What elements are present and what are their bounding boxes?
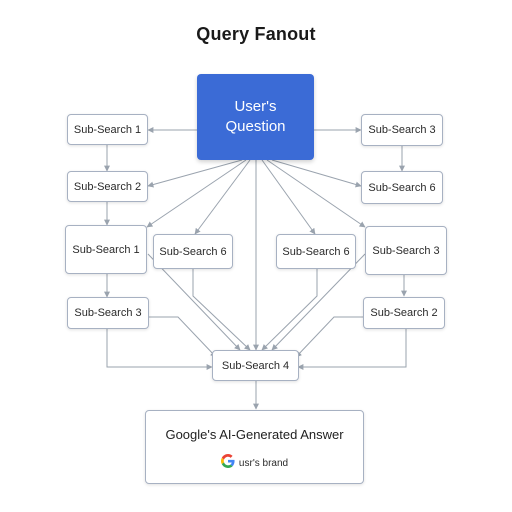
sub-search-node: Sub-Search 6 xyxy=(153,234,233,269)
answer-title: Google's AI-Generated Answer xyxy=(165,427,344,442)
sub-search-hub-node: Sub-Search 4 xyxy=(212,350,299,381)
edge-left-bottom-to-hub xyxy=(106,329,213,370)
edge-right-bottom-to-hub xyxy=(297,329,407,370)
brand-row: usr's brand xyxy=(146,454,363,473)
sub-search-node: Sub-Search 1 xyxy=(67,114,148,145)
edge-question-to-right-3 xyxy=(266,159,366,228)
edge-question-to-mid-left xyxy=(194,159,251,235)
diagram-title: Query Fanout xyxy=(196,24,316,44)
brand-text: usr's brand xyxy=(238,458,289,469)
user-question-label: User's Question xyxy=(225,98,286,135)
user-question-node: User's Question xyxy=(197,74,314,160)
edge-question-to-left-3 xyxy=(146,159,247,228)
sub-search-node: Sub-Search 2 xyxy=(363,297,445,329)
edge-question-to-left-2 xyxy=(147,159,243,188)
sub-search-node: Sub-Search 1 xyxy=(65,225,147,274)
sub-search-node: Sub-Search 3 xyxy=(365,226,447,275)
sub-search-node: Sub-Search 6 xyxy=(361,171,443,204)
edge-left-3-box-to-hub xyxy=(147,253,241,351)
edge-mid-right-to-hub xyxy=(261,269,318,351)
edge-right-5-to-hub xyxy=(295,316,363,358)
sub-search-node: Sub-Search 2 xyxy=(67,171,148,202)
sub-search-node: Sub-Search 6 xyxy=(276,234,356,269)
edge-question-to-right-2 xyxy=(271,159,362,188)
answer-box: Google's AI-Generated Answer usr's brand xyxy=(145,410,364,484)
edge-question-to-mid-right xyxy=(261,159,316,235)
edge-right-3-box-to-hub xyxy=(271,253,366,351)
sub-search-node: Sub-Search 3 xyxy=(67,297,149,329)
edge-left-4-to-hub xyxy=(148,316,217,358)
google-g-icon xyxy=(220,454,235,473)
sub-search-node: Sub-Search 3 xyxy=(361,114,443,146)
edge-mid-left-to-hub xyxy=(192,269,251,351)
